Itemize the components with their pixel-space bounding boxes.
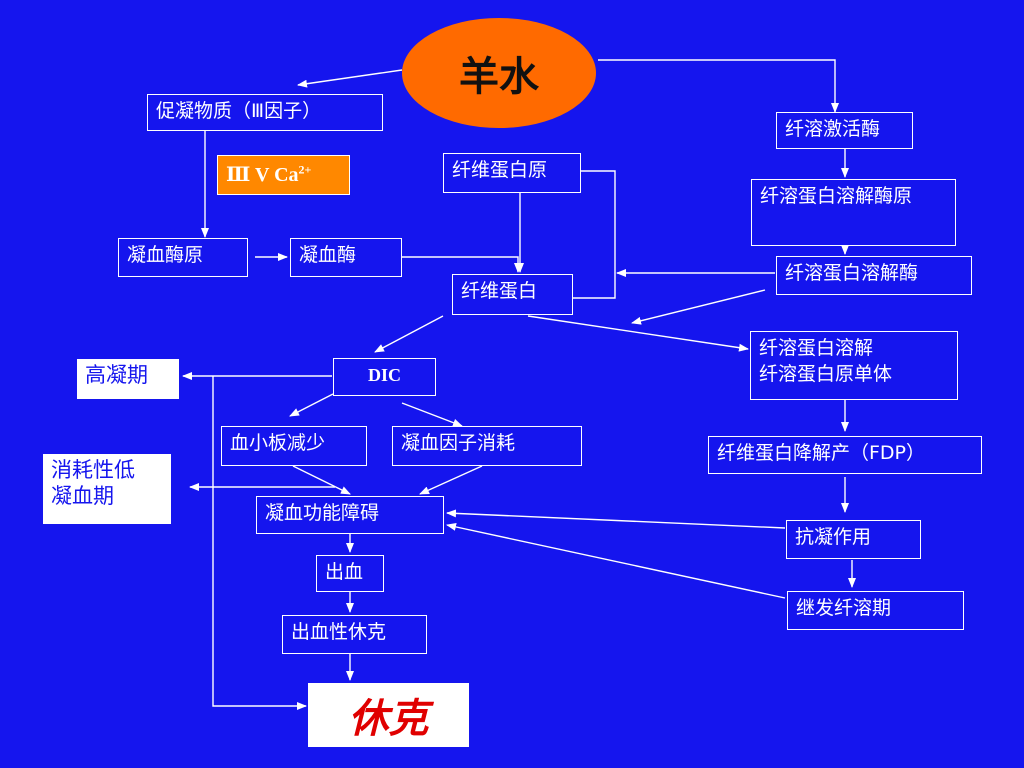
shock-label: 休克 — [348, 695, 429, 742]
amniotic-fluid-label: 羊水 — [459, 53, 539, 100]
arrow-dic-to-platelets — [289, 393, 334, 417]
arrow-fibrin-to-dic — [374, 315, 444, 353]
arrow-platelets-to-dysfunction — [292, 465, 351, 495]
fibrin-node: 纤维蛋白 — [452, 274, 573, 315]
cofactors-superscript: 2+ — [298, 162, 312, 177]
fibrinolysis-line2: 纤溶蛋白原单体 — [759, 363, 893, 385]
fibrinolysis-line1: 纤溶蛋白溶解 — [759, 337, 874, 359]
bleeding-node: 出血 — [316, 555, 384, 592]
hypercoagulable-node: 高凝期 — [77, 359, 179, 399]
arrow-factors-to-dysfunction — [419, 465, 483, 495]
plasminogen-activator-node: 纤溶激活酶 — [776, 112, 913, 149]
arrow-secondary-to-dysfunction — [446, 522, 786, 599]
cofactors-node: Ⅲ V Ca2+ — [217, 155, 350, 195]
fibrinogen-node: 纤维蛋白原 — [443, 153, 581, 193]
arrow-thrombin-to-fibrin — [402, 256, 522, 273]
plasminogen-node: 纤溶蛋白溶解酶原 — [751, 179, 956, 246]
dic-node: DIC — [333, 358, 436, 396]
arrow-fibrin-to-fibrinolysis — [527, 315, 749, 352]
arrow-fluid-to-activator — [598, 59, 839, 113]
arrow-plasmin-to-fibrin — [631, 289, 766, 325]
platelet-decrease-node: 血小板减少 — [221, 426, 367, 466]
consumptive-line1: 消耗性低 — [51, 458, 135, 482]
arrow-hypercoag-to-shock — [212, 376, 307, 710]
shock-node: 休克 — [308, 683, 469, 747]
cofactors-label: Ⅲ V Ca — [226, 164, 299, 186]
fdp-node: 纤维蛋白降解产（FDP） — [708, 436, 982, 474]
amniotic-fluid-node: 羊水 — [402, 18, 596, 128]
hemorrhagic-shock-node: 出血性休克 — [282, 615, 427, 654]
coag-dysfunction-node: 凝血功能障碍 — [256, 496, 444, 534]
arrow-dic-to-factors — [401, 402, 463, 427]
consumptive-hypocoag-node: 消耗性低 凝血期 — [43, 454, 171, 524]
prothrombin-node: 凝血酶原 — [118, 238, 248, 277]
thrombin-node: 凝血酶 — [290, 238, 402, 277]
plasmin-node: 纤溶蛋白溶解酶 — [776, 256, 972, 295]
consumptive-line2: 凝血期 — [51, 484, 114, 508]
secondary-fibrinolysis-node: 继发纤溶期 — [787, 591, 964, 630]
arrow-anticoag-to-dysfunction — [446, 509, 786, 529]
fibrinolysis-node: 纤溶蛋白溶解 纤溶蛋白原单体 — [750, 331, 958, 400]
procoagulant-node: 促凝物质（Ⅲ因子） — [147, 94, 383, 131]
anticoagulation-node: 抗凝作用 — [786, 520, 921, 559]
fibrinogen-fibrin-bracket — [573, 170, 616, 299]
factor-consumption-node: 凝血因子消耗 — [392, 426, 582, 466]
arrow-fluid-to-procoagulant — [297, 69, 403, 88]
